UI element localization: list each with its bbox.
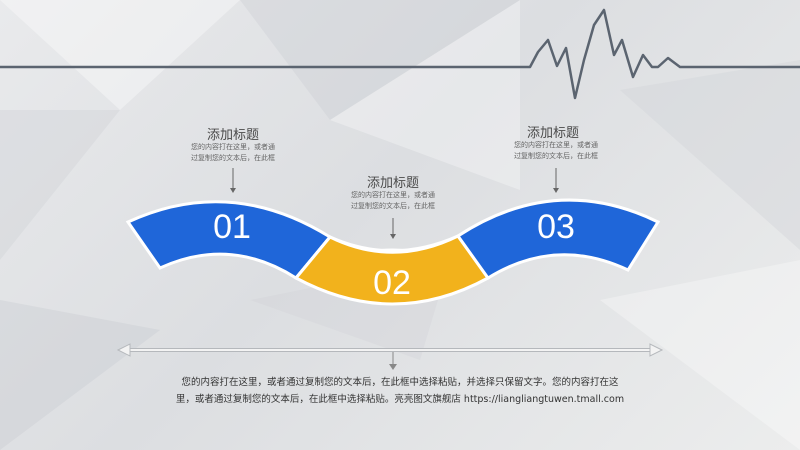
step-2-title: 添加标题 (366, 176, 419, 191)
step-3-number: 03 (537, 208, 575, 246)
wave-segment-3 (455, 198, 661, 281)
step-2-desc: 您的内容打在这里，或者通 过复制您的文本后，在此框 (351, 191, 435, 210)
step-3-desc: 您的内容打在这里，或者通 过复制您的文本后，在此框 (514, 141, 598, 160)
step-1-title: 添加标题 (206, 128, 259, 143)
step-1-desc: 您的内容打在这里，或者通 过复制您的文本后，在此框 (191, 143, 275, 162)
heartbeat-line (0, 8, 800, 100)
step-1-number: 01 (213, 208, 251, 246)
wave-segment-2-body (293, 234, 491, 306)
footer-text: 您的内容打在这里，或者通过复制您的文本后，在此框中选择粘贴，并选择只保留文字。您… (175, 377, 625, 405)
step-3-title: 添加标题 (526, 126, 579, 141)
step-2-number: 02 (373, 264, 411, 302)
double-arrow-bar (116, 343, 664, 370)
